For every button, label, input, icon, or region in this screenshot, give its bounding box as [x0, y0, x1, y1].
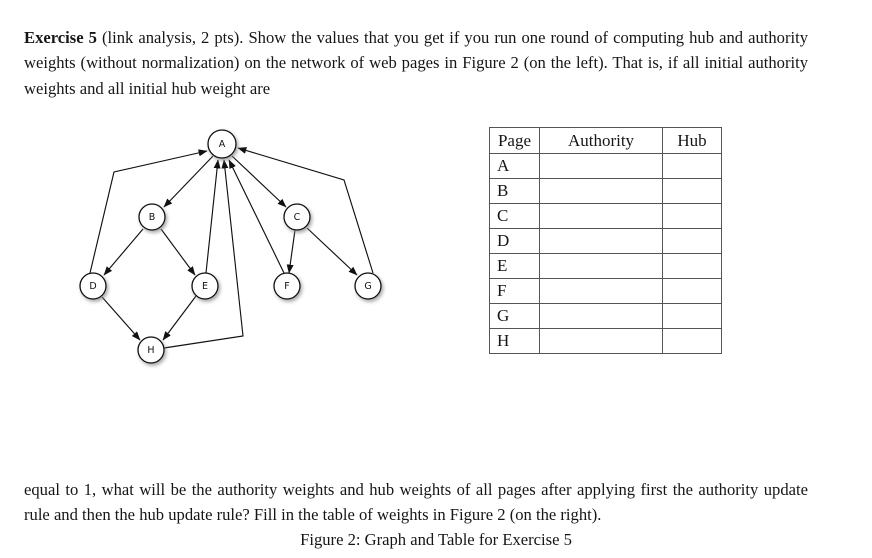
graph-node-c[interactable]: C — [283, 203, 311, 231]
node-circle-b — [138, 203, 166, 231]
node-label-g: G — [364, 281, 371, 292]
cell-authority-g[interactable] — [539, 303, 663, 329]
intro-paragraph: Exercise 5 (link analysis, 2 pts). Show … — [24, 25, 808, 102]
node-circle-e — [191, 272, 219, 300]
cell-page-c: C — [489, 203, 540, 229]
graph-node-e[interactable]: E — [191, 272, 219, 300]
table-row: G — [489, 303, 722, 329]
cell-page-e: E — [489, 253, 540, 279]
weights-table-head: Page Authority Hub — [489, 127, 722, 154]
cell-hub-b[interactable] — [662, 178, 722, 204]
graph-edge-h-to-a — [163, 159, 244, 349]
node-label-e: E — [202, 281, 208, 292]
graph-edge-c-to-g — [306, 227, 358, 276]
cell-authority-c[interactable] — [539, 203, 663, 229]
graph-edge-b-to-d — [103, 228, 144, 276]
node-label-h: H — [147, 345, 154, 356]
graph-edge-f-to-a — [228, 159, 285, 274]
cell-hub-d[interactable] — [662, 228, 722, 254]
cell-authority-e[interactable] — [539, 253, 663, 279]
cell-page-d: D — [489, 228, 540, 254]
cell-hub-a[interactable] — [662, 153, 722, 179]
table-row: D — [489, 228, 722, 254]
node-circle-c — [283, 203, 311, 231]
graph-panel: A B C D E F G H — [50, 115, 410, 375]
cell-authority-b[interactable] — [539, 178, 663, 204]
graph-node-a[interactable]: A — [207, 129, 237, 159]
column-header-page: Page — [489, 127, 540, 154]
exercise-label: Exercise 5 — [24, 27, 97, 47]
node-circle-f — [273, 272, 301, 300]
graph-node-g[interactable]: G — [354, 272, 382, 300]
graph-node-h[interactable]: H — [137, 336, 165, 364]
graph-edge-g-to-a — [237, 147, 374, 274]
cell-hub-f[interactable] — [662, 278, 722, 304]
cell-page-g: G — [489, 303, 540, 329]
graph-node-b[interactable]: B — [138, 203, 166, 231]
cell-hub-c[interactable] — [662, 203, 722, 229]
node-circle-d — [79, 272, 107, 300]
node-label-a: A — [219, 139, 226, 150]
table-row: F — [489, 278, 722, 304]
cell-hub-h[interactable] — [662, 328, 722, 354]
link-graph: A B C D E F G H — [79, 129, 382, 364]
closing-paragraph: equal to 1, what will be the authority w… — [24, 479, 808, 525]
figure-caption: Figure 2: Graph and Table for Exercise 5 — [300, 530, 572, 549]
node-label-f: F — [284, 281, 289, 292]
graph-edge-d-to-h — [101, 296, 141, 341]
graph-nodes: A B C D E F G H — [79, 129, 382, 364]
table-row: B — [489, 178, 722, 204]
cell-authority-f[interactable] — [539, 278, 663, 304]
intro-paragraph-text: (link analysis, 2 pts). Show the values … — [24, 27, 808, 98]
graph-edge-a-to-b — [163, 155, 214, 208]
graph-edges — [89, 147, 374, 349]
node-label-c: C — [294, 212, 301, 223]
graph-node-d[interactable]: D — [79, 272, 107, 300]
graph-edge-e-to-a — [205, 159, 221, 274]
graph-edge-a-to-c — [231, 155, 287, 208]
table-row: A — [489, 153, 722, 179]
cell-hub-e[interactable] — [662, 253, 722, 279]
cell-page-a: A — [489, 153, 540, 179]
table-header-row: Page Authority Hub — [489, 127, 722, 154]
graph-edge-b-to-e — [160, 228, 196, 276]
node-label-d: D — [89, 281, 96, 292]
cell-page-b: B — [489, 178, 540, 204]
cell-hub-g[interactable] — [662, 303, 722, 329]
table-row: C — [489, 203, 722, 229]
graph-edge-c-to-f — [286, 229, 296, 274]
table-row: H — [489, 328, 722, 354]
graph-edge-d-to-a — [89, 149, 208, 274]
node-circle-a — [207, 129, 237, 159]
node-label-b: B — [149, 212, 156, 223]
cell-page-f: F — [489, 278, 540, 304]
cell-authority-d[interactable] — [539, 228, 663, 254]
graph-edge-e-to-h — [162, 295, 197, 341]
graph-node-f[interactable]: F — [273, 272, 301, 300]
cell-authority-a[interactable] — [539, 153, 663, 179]
node-circle-g — [354, 272, 382, 300]
node-circle-h — [137, 336, 165, 364]
cell-authority-h[interactable] — [539, 328, 663, 354]
table-row: E — [489, 253, 722, 279]
cell-page-h: H — [489, 328, 540, 354]
column-header-hub: Hub — [662, 127, 722, 154]
column-header-authority: Authority — [539, 127, 663, 154]
